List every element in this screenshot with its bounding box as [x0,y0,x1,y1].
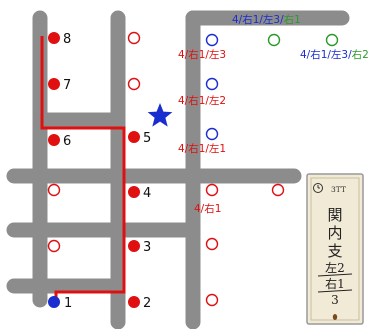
stop-7-dot[interactable] [48,78,60,90]
stop-8-label: 8 [63,32,71,47]
stop-6-dot[interactable] [48,134,60,146]
stop-labels: 1 2 3 4 5 6 7 8 [63,32,151,311]
plaque-line-2: 右1 [325,276,345,291]
route-sign-plaque[interactable]: 3TT 関 内 支 左2 右1 3 [306,173,364,325]
stop-1-dot[interactable] [48,296,60,308]
stop-2-label: 2 [143,296,151,311]
waypoint-marker[interactable] [205,293,219,307]
plaque-line-1: 左2 [325,260,345,275]
roads [6,10,350,329]
waypoint-marker[interactable] [127,77,141,91]
plaque-divider [317,289,353,293]
plaque-line-3: 3 [331,293,339,307]
plaque-background [306,173,364,325]
plaque-divider [317,273,353,277]
stop-4-label: 4 [143,186,151,201]
annotation-left-3: 4/右1/左3 [178,48,226,61]
stop-3-dot[interactable] [128,240,140,252]
stop-6-label: 6 [63,134,71,149]
plaque-title-2: 内 [327,224,342,242]
clock-icon [313,183,323,193]
stop-7-label: 7 [63,78,71,93]
stop-5-dot[interactable] [128,131,140,143]
plaque-title-3: 支 [327,242,342,260]
waypoint-marker[interactable] [267,33,281,47]
annotation-left-1: 4/右1/左1 [178,142,226,155]
waypoint-marker[interactable] [205,33,219,47]
stop-1-label: 1 [64,296,72,311]
annotation-right-1: 4/右1 [194,202,221,215]
stop-4-dot[interactable] [128,186,140,198]
waypoint-marker[interactable] [325,33,339,47]
stop-markers [48,32,140,308]
stop-8-dot[interactable] [48,32,60,44]
stop-3-label: 3 [143,240,151,255]
annotation-left-2: 4/右1/左2 [178,94,226,107]
plaque-seal [332,314,338,320]
waypoint-marker[interactable] [205,183,219,197]
stop-5-label: 5 [143,131,151,146]
waypoint-marker[interactable] [205,127,219,141]
waypoints [47,31,339,307]
route-path [40,36,126,300]
star-icon[interactable] [147,103,173,127]
waypoint-marker[interactable] [127,31,141,45]
waypoint-marker[interactable] [205,237,219,251]
waypoint-marker[interactable] [47,183,61,197]
plaque-title-1: 関 [327,206,342,224]
plaque-header: 3TT [331,185,346,194]
annotation-top: 4/右1/左3/右1 [232,13,301,26]
stop-2-dot[interactable] [128,296,140,308]
annotation-upper-right: 4/右1/左3/右2 [300,48,369,61]
waypoint-marker[interactable] [47,239,61,253]
waypoint-marker[interactable] [271,183,285,197]
annotations: 4/右1/左3/右1 4/右1/左3/右2 4/右1/左3 4/右1/左2 4/… [178,13,369,215]
waypoint-marker[interactable] [205,77,219,91]
